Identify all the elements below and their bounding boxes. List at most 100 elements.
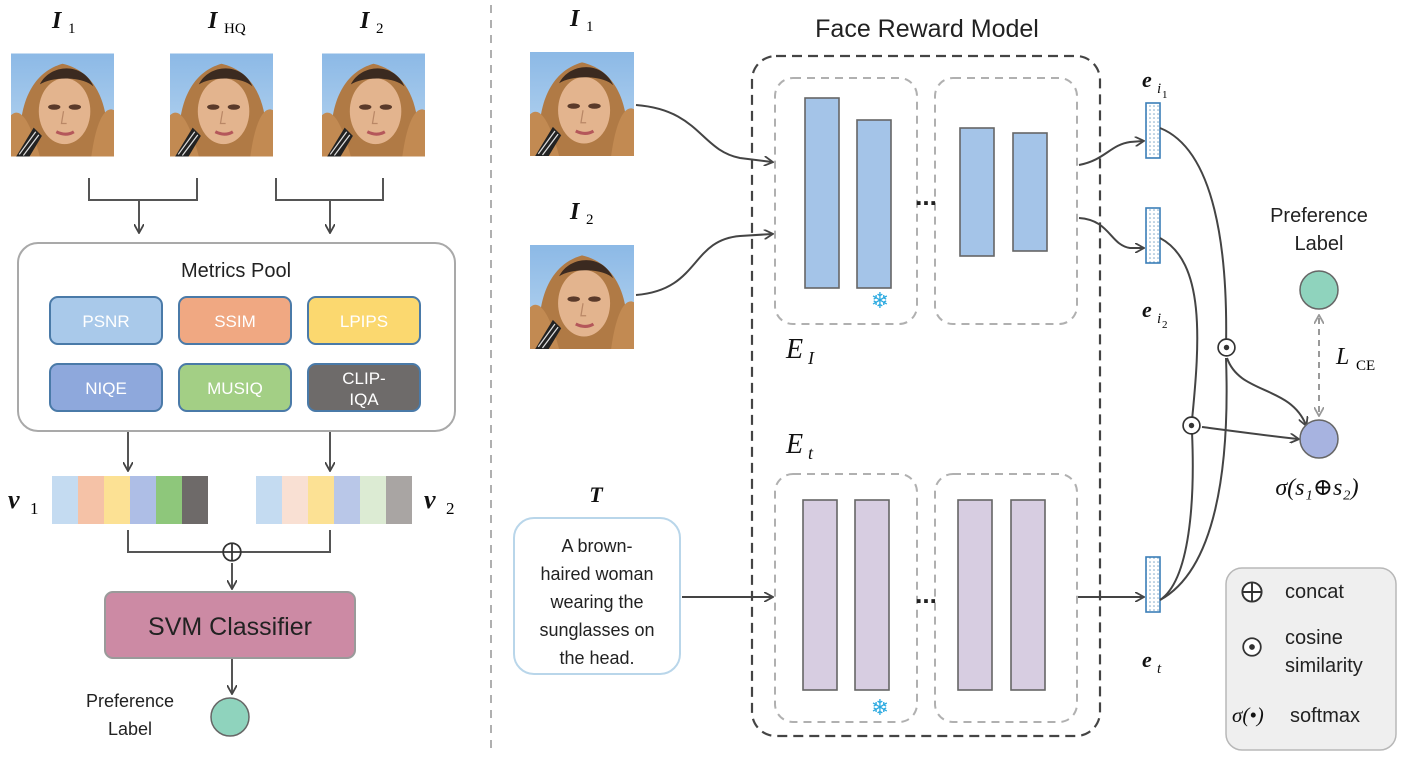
label-ei-encoder: E: [785, 334, 803, 365]
label-i1-right: I: [569, 6, 581, 32]
v1-cell-4: [156, 476, 182, 524]
text-encoder-ellipsis: ...: [915, 579, 937, 609]
metric-psnr: PSNR: [49, 296, 163, 345]
image-encoder-layer-2: [856, 119, 892, 289]
softmax-expression: σ(s₁⊕s₂): [1275, 475, 1358, 501]
metric-niqe: NIQE: [49, 363, 163, 412]
image-encoder-block-1: [774, 77, 918, 325]
label-ihq: I: [207, 8, 219, 34]
v1-cell-2: [104, 476, 130, 524]
text-prompt-box: [513, 517, 681, 675]
image-encoder-layer-3: [959, 127, 995, 257]
cosine-node-2: [1182, 416, 1201, 435]
text-prompt-line-5: the head.: [559, 648, 634, 668]
legend-cosine-text: cosine: [1285, 627, 1343, 649]
bracket-ihq-i2: [275, 178, 384, 201]
label-ei1: e: [1142, 67, 1152, 92]
preference-label-left-line2: Label: [108, 719, 152, 739]
link-et-cos2: [1159, 431, 1194, 601]
arrow-encoder-to-ei1: [1078, 141, 1143, 166]
label-v2: v: [424, 485, 436, 514]
score-node: [1299, 419, 1339, 459]
v2-cell-5: [386, 476, 412, 524]
text-encoder-layer-4: [1010, 499, 1046, 691]
loss-label-sub: CE: [1356, 358, 1375, 374]
label-ei2: e: [1142, 297, 1152, 322]
preference-node-left: [210, 697, 250, 737]
text-encoder-block-1: [774, 473, 918, 723]
text-prompt-lines: A brown- haired woman wearing the sungla…: [539, 536, 654, 668]
v1-cell-0: [52, 476, 78, 524]
label-i2-left: I: [359, 8, 371, 34]
image-encoder-block-2: [934, 77, 1078, 325]
preference-label-right-line2: Label: [1295, 233, 1344, 255]
image-i2-right: [530, 243, 634, 351]
label-et-encoder: E: [785, 429, 803, 460]
v1-cell-1: [78, 476, 104, 524]
svm-classifier-box: [104, 591, 356, 659]
label-i2-left-sub: 2: [376, 21, 384, 37]
v2-cell-4: [360, 476, 386, 524]
image-encoder-layer-1: [804, 97, 840, 289]
image-ihq: [170, 51, 273, 159]
label-i1-right-sub: 1: [586, 19, 594, 35]
metric-clipiqa-label2: IQA: [349, 390, 379, 409]
image-i2-left: [322, 51, 425, 159]
text-prompt-line-4: sunglasses on: [539, 620, 654, 640]
metric-clipiqa-box: [307, 363, 421, 412]
legend-cosine-icon: [1242, 637, 1262, 657]
metric-ssim: SSIM: [178, 296, 292, 345]
metric-clipiqa: CLIP- IQA: [307, 363, 421, 412]
bracket-i1-ihq: [88, 178, 198, 201]
frozen-icon-text: ❄: [871, 695, 889, 720]
label-ihq-sub: HQ: [224, 21, 246, 37]
legend-softmax-icon: σ(•): [1232, 703, 1264, 727]
label-i2-right: I: [569, 199, 581, 225]
label-i2-right-sub: 2: [586, 212, 594, 228]
arrow-i1-to-encoder: [635, 104, 772, 162]
face-reward-model-title: Face Reward Model: [815, 15, 1039, 43]
v2-cell-3: [334, 476, 360, 524]
image-i1-right: [530, 50, 634, 158]
text-encoder-layer-1: [802, 499, 838, 691]
metric-musiq: MUSIQ: [178, 363, 292, 412]
link-et-cos1: [1159, 357, 1228, 601]
face-reward-model-box: [750, 54, 1102, 738]
metrics-pool-title: Metrics Pool: [181, 260, 291, 282]
legend-box: [1225, 567, 1397, 751]
label-et: e: [1142, 647, 1152, 672]
label-et-sub: t: [1157, 661, 1162, 677]
arrow-encoder-to-ei2: [1078, 217, 1143, 248]
metric-lpips-label: LPIPS: [340, 312, 388, 331]
loss-label: L: [1335, 344, 1349, 370]
v1-cell-3: [130, 476, 156, 524]
embedding-ei1: [1145, 102, 1161, 159]
v2-cell-1: [282, 476, 308, 524]
metric-musiq-label: MUSIQ: [207, 379, 263, 398]
svm-classifier-label: SVM Classifier: [148, 613, 312, 641]
image-encoder-ellipsis: ...: [915, 181, 937, 211]
v2-cell-2: [308, 476, 334, 524]
label-ei1-sub: i: [1157, 81, 1161, 97]
v2-cell-0: [256, 476, 282, 524]
cosine-node-1: [1217, 338, 1236, 357]
right-panel: Face Reward Model I 1 I 2 ... ❄ E I E t: [513, 6, 1397, 751]
metric-lpips-box: [307, 296, 421, 345]
label-t: T: [589, 482, 604, 507]
link-ei1-cos1: [1159, 127, 1228, 349]
arrow-i2-to-encoder: [635, 234, 772, 296]
label-ei1-subsub: 1: [1162, 89, 1168, 101]
text-prompt-line-1: A brown-: [561, 536, 632, 556]
label-v1-sub: 1: [30, 499, 39, 518]
metric-lpips: LPIPS: [307, 296, 421, 345]
label-et-encoder-sub: t: [808, 443, 814, 463]
metric-niqe-box: [49, 363, 163, 412]
metric-boxes: PSNR SSIM LPIPS NIQE MUSIQ CLIP- IQA: [49, 296, 421, 412]
text-prompt-line-3: wearing the: [549, 592, 643, 612]
legend-concat-icon: [1241, 581, 1263, 603]
label-ei2-subsub: 2: [1162, 319, 1168, 331]
link-ei2-cos2: [1159, 237, 1199, 421]
image-i1-left: [11, 51, 114, 159]
label-ei-encoder-sub: I: [807, 348, 815, 368]
